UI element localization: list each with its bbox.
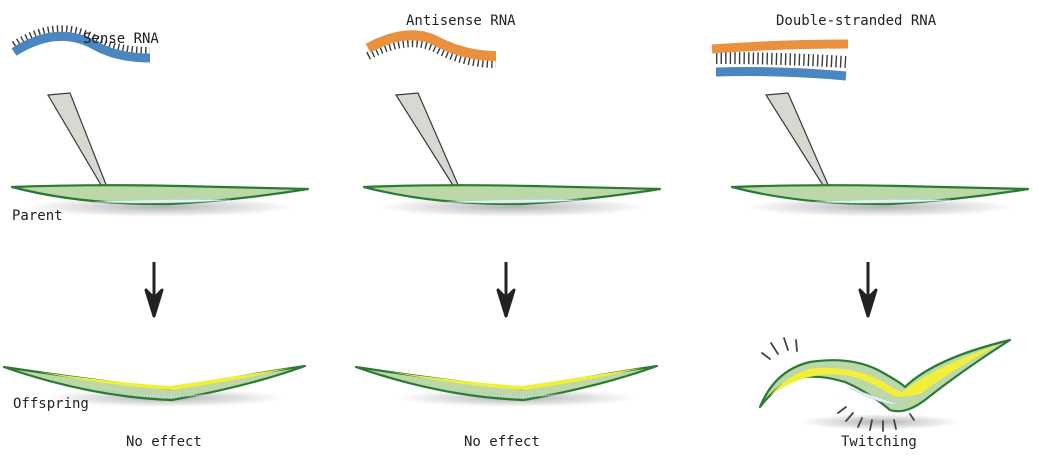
down-arrow (496, 262, 516, 318)
rna-bases (715, 52, 847, 68)
offspring-row-label: Offspring (13, 396, 89, 412)
outcome-label-sense: No effect (126, 434, 202, 450)
panel-double-stranded (711, 39, 1030, 432)
outcome-label-double-stranded: Twitching (841, 434, 917, 450)
parent-worm (362, 184, 662, 217)
outcome-label-antisense: No effect (464, 434, 540, 450)
injection-needle (764, 92, 830, 191)
injection-needle (47, 92, 108, 191)
parent-worm (730, 184, 1030, 217)
injection-needle (394, 92, 460, 191)
antisense-rna-strand (365, 30, 497, 68)
twitch-motion-lines (761, 337, 915, 432)
offspring-worm (2, 364, 307, 407)
sense-rna-label: Sense RNA (83, 31, 159, 47)
parent-row-label: Parent (12, 208, 63, 224)
parent-worm (10, 184, 310, 217)
rna-bases (366, 39, 497, 68)
antisense-backbone (365, 30, 497, 61)
panel-antisense (354, 30, 662, 407)
double-stranded-rna-label: Double-stranded RNA (776, 13, 937, 29)
dsrna-bottom-strand (715, 67, 847, 81)
twitching-worm (758, 338, 1012, 430)
offspring-worm (354, 364, 659, 407)
antisense-rna-label: Antisense RNA (406, 13, 516, 29)
dsrna-top-strand (711, 39, 849, 54)
dsrna-duplex (711, 39, 849, 81)
down-arrow (144, 262, 164, 318)
down-arrow (858, 262, 878, 318)
sense-rna-strand (11, 25, 151, 63)
panel-sense (2, 25, 310, 407)
sense-backbone (11, 31, 151, 63)
